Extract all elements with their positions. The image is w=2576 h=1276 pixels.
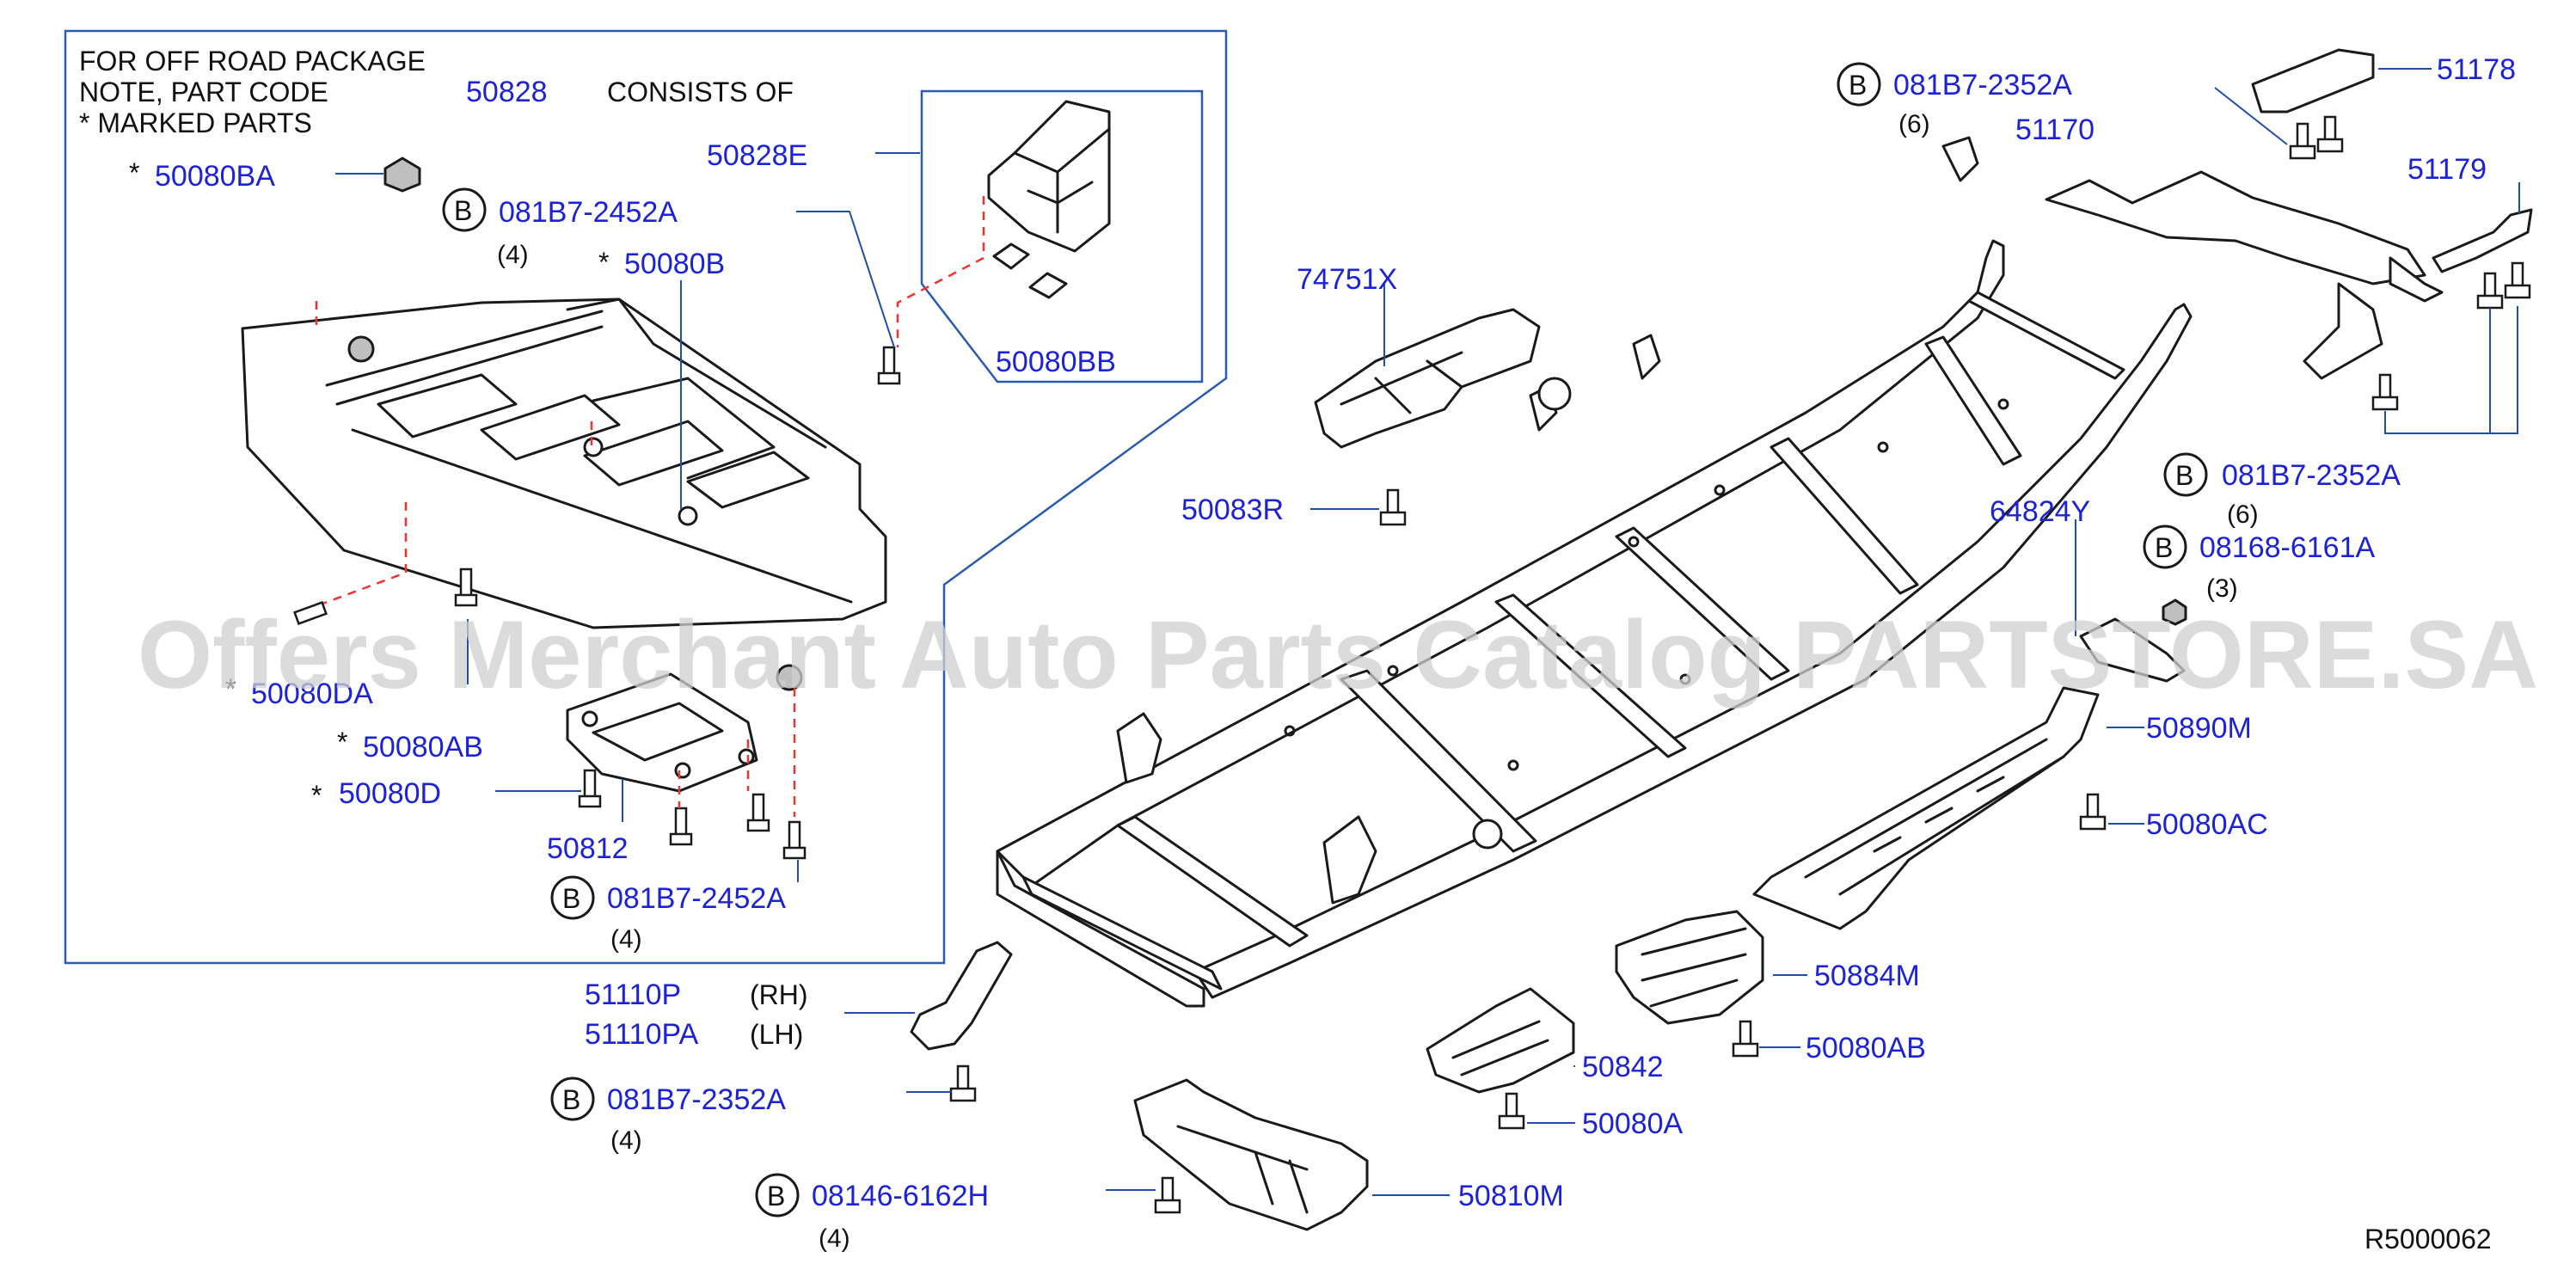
label-081b7-2452a-bottom[interactable]: 081B7-2452A bbox=[607, 882, 786, 915]
qty-6-top: (6) bbox=[1898, 110, 1930, 138]
label-51178[interactable]: 51178 bbox=[2437, 53, 2516, 86]
bracket-51178-drawing bbox=[2251, 48, 2375, 113]
svg-text:B: B bbox=[767, 1181, 785, 1212]
skid-50810m-drawing bbox=[1133, 1078, 1369, 1231]
diagram-reference: R5000062 bbox=[2364, 1224, 2492, 1255]
callout-b-bottom-inset: B bbox=[550, 875, 595, 920]
label-50810m[interactable]: 50810M bbox=[1458, 1180, 1564, 1212]
bracket-51110p-drawing bbox=[910, 941, 1013, 1051]
note-line-1: FOR OFF ROAD PACKAGE bbox=[79, 46, 426, 77]
callout-b-bottom: B bbox=[755, 1173, 800, 1218]
label-50080ba[interactable]: 50080BA bbox=[155, 160, 275, 193]
label-74751x[interactable]: 74751X bbox=[1297, 263, 1397, 296]
skid-plate-50080b-drawing bbox=[241, 298, 887, 691]
callout-b-top-inset: B bbox=[442, 187, 487, 232]
bolt-081b7-2352a-lower bbox=[949, 1064, 977, 1102]
plate-50842-drawing bbox=[1426, 987, 1575, 1094]
label-50884m[interactable]: 50884M bbox=[1814, 960, 1920, 992]
label-64824y[interactable]: 64824Y bbox=[1990, 495, 2090, 528]
callout-b-right: B bbox=[2163, 452, 2208, 497]
label-50080da[interactable]: 50080DA bbox=[251, 678, 373, 710]
svg-text:B: B bbox=[2155, 532, 2173, 563]
note-part-code-link[interactable]: 50828 bbox=[466, 76, 548, 108]
label-081b7-2352a-top[interactable]: 081B7-2352A bbox=[1893, 69, 2072, 101]
skid-50884m-drawing bbox=[1615, 910, 1764, 1025]
label-50890m[interactable]: 50890M bbox=[2146, 712, 2252, 745]
note-line-2-suffix: CONSISTS OF bbox=[607, 77, 794, 107]
bolt-50080ac bbox=[2079, 793, 2107, 831]
label-50080a[interactable]: 50080A bbox=[1582, 1107, 1684, 1140]
crossmember-51170-drawing bbox=[2045, 170, 2444, 380]
label-08168-6161a[interactable]: 08168-6161A bbox=[2199, 531, 2376, 564]
bolts-upper-right bbox=[2289, 115, 2531, 411]
callout-b-lower-left: B bbox=[550, 1077, 595, 1121]
pad-50080ba bbox=[383, 156, 421, 193]
label-50080b[interactable]: 50080B bbox=[624, 248, 725, 280]
bolt-50080ab-right bbox=[1732, 1020, 1759, 1058]
label-50080ac[interactable]: 50080AC bbox=[2146, 808, 2268, 841]
inset-bolts bbox=[293, 346, 901, 860]
callout-b-frame-top: B bbox=[1837, 62, 1881, 107]
label-081b7-2352a-right[interactable]: 081B7-2352A bbox=[2222, 459, 2401, 492]
bracket-64824y-drawing bbox=[2079, 617, 2186, 683]
label-081b7-2452a-top[interactable]: 081B7-2452A bbox=[499, 196, 678, 229]
chassis-frame-drawing bbox=[996, 136, 2193, 1008]
plate-50812-drawing bbox=[566, 672, 758, 793]
label-50083r[interactable]: 50083R bbox=[1181, 494, 1284, 526]
label-rh: (RH) bbox=[750, 979, 808, 1010]
qty-4-last: (4) bbox=[819, 1224, 850, 1253]
svg-text:B: B bbox=[562, 883, 580, 914]
label-50080ab-right[interactable]: 50080AB bbox=[1806, 1032, 1926, 1064]
note-line-3: * MARKED PARTS bbox=[79, 107, 312, 138]
cover-74751x-drawing bbox=[1314, 308, 1541, 449]
qty-3: (3) bbox=[2206, 574, 2238, 603]
qty-4-mid: (4) bbox=[610, 1126, 642, 1155]
label-50842[interactable]: 50842 bbox=[1582, 1051, 1664, 1083]
nut-08168 bbox=[2162, 598, 2187, 626]
bolt-50080a bbox=[1498, 1092, 1525, 1130]
bolt-50083r bbox=[1379, 488, 1407, 526]
bracket-inset-frame bbox=[920, 89, 1204, 383]
bracket-51179-drawing bbox=[2432, 208, 2533, 273]
label-51170[interactable]: 51170 bbox=[2015, 113, 2095, 146]
qty-6-right: (6) bbox=[2227, 500, 2259, 529]
label-lh: (LH) bbox=[750, 1019, 803, 1050]
callout-b-08168: B bbox=[2143, 525, 2187, 569]
star-50080d: * bbox=[311, 780, 322, 811]
label-081b7-2352a-bottom[interactable]: 081B7-2352A bbox=[607, 1083, 786, 1116]
svg-text:B: B bbox=[454, 195, 472, 226]
label-51110pa[interactable]: 51110PA bbox=[585, 1018, 699, 1051]
label-50080bb[interactable]: 50080BB bbox=[996, 346, 1116, 378]
star-50080da: * bbox=[225, 673, 236, 704]
svg-text:B: B bbox=[1849, 70, 1867, 101]
watermark: Offers Merchant Auto Parts Catalog PARTS… bbox=[138, 601, 2538, 709]
label-50812[interactable]: 50812 bbox=[547, 832, 629, 865]
qty-4-top: (4) bbox=[497, 241, 529, 269]
label-50080d[interactable]: 50080D bbox=[339, 777, 441, 810]
star-50080ba: * bbox=[129, 157, 139, 188]
label-50080ab-left[interactable]: 50080AB bbox=[363, 731, 483, 764]
label-51179[interactable]: 51179 bbox=[2407, 153, 2487, 186]
qty-4-bottom-inset: (4) bbox=[610, 925, 642, 954]
bolt-08146 bbox=[1154, 1176, 1181, 1214]
note-line-2-prefix: NOTE, PART CODE bbox=[79, 77, 328, 107]
svg-text:B: B bbox=[562, 1084, 580, 1115]
star-50080b: * bbox=[598, 247, 609, 278]
label-50828e[interactable]: 50828E bbox=[707, 139, 807, 172]
off-road-inset-frame bbox=[64, 29, 1228, 965]
label-51110p[interactable]: 51110P bbox=[585, 978, 681, 1011]
bracket-50828e-drawing bbox=[896, 100, 1111, 347]
star-50080ab: * bbox=[337, 727, 347, 758]
svg-text:B: B bbox=[2175, 460, 2193, 491]
label-08146-6162h[interactable]: 08146-6162H bbox=[812, 1180, 989, 1212]
guard-50890m-drawing bbox=[1752, 686, 2100, 930]
